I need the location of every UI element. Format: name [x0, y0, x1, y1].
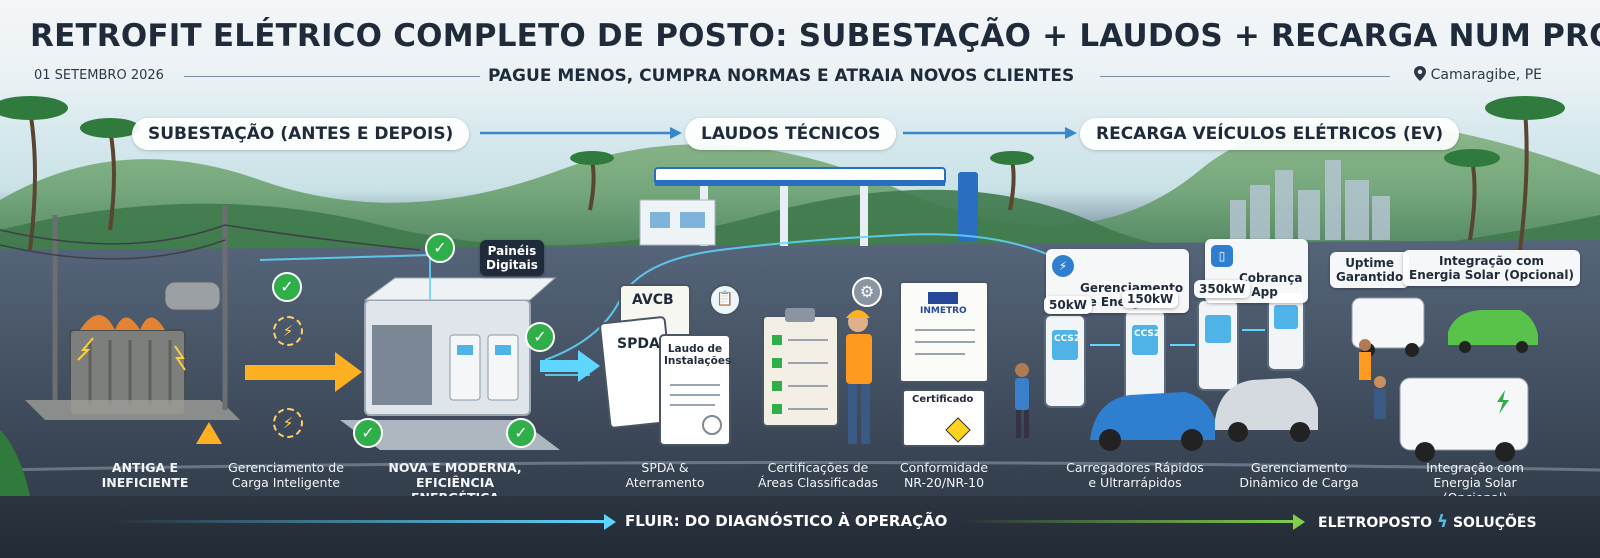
tag-uptime: Uptime Garantido — [1330, 252, 1410, 288]
page-subtitle: PAGUE MENOS, CUMPRA NORMAS E ATRAIA NOVO… — [488, 66, 1075, 86]
footer-arrow-right-head — [1293, 514, 1305, 530]
label-spda: SPDA & Aterramento — [625, 460, 705, 490]
tag-150kw: 150kW — [1122, 290, 1179, 308]
label-old-substation: ANTIGA E INEFICIENTE — [101, 460, 189, 490]
page-title: RETROFIT ELÉTRICO COMPLETO DE POSTO: SUB… — [30, 18, 1600, 54]
footer-arrow-left — [110, 520, 610, 523]
charger-ccs2-b: CCS2 — [1134, 329, 1161, 339]
label-conformity: Conformidade NR-20/NR-10 — [899, 460, 989, 490]
check-icon: ✓ — [506, 418, 536, 448]
label-fast-chargers: Carregadores Rápidos e Ultrarrápidos — [1066, 460, 1204, 490]
tag-digital-panels: Painéis Digitais — [480, 240, 544, 276]
location-label: Camaragibe, PE — [1414, 66, 1542, 83]
tag-solar: Integração com Energia Solar (Opcional) — [1403, 250, 1580, 286]
doc-certificado: Certificado — [912, 394, 974, 405]
header-divider-right — [1100, 76, 1390, 77]
brand-logo: ELETROPOSTO ϟ SOLUÇÕES — [1318, 512, 1537, 532]
gear-icon: ⚙ — [852, 277, 882, 307]
doc-spda: SPDA — [617, 336, 660, 352]
check-icon: ✓ — [425, 233, 455, 263]
footer-arrow-left-head — [604, 514, 616, 530]
check-icon: ✓ — [272, 272, 302, 302]
warning-icon — [196, 422, 222, 444]
clipboard-icon: 📋 — [709, 284, 741, 316]
brand-name-left: ELETROPOSTO — [1318, 515, 1432, 531]
label-smart-load: Gerenciamento de Carga Inteligente — [228, 460, 344, 490]
header-divider-left — [184, 76, 480, 77]
section-ev-charging: RECARGA VEÍCULOS ELÉTRICOS (EV) — [1080, 118, 1460, 150]
label-classified-areas: Certificações de Áreas Classificadas — [757, 460, 879, 490]
doc-avcb: AVCB — [632, 292, 674, 308]
tag-350kw: 350kW — [1194, 280, 1251, 298]
section-reports: LAUDOS TÉCNICOS — [685, 118, 897, 150]
energy-icon: ⚡ — [1052, 255, 1074, 277]
location-text: Camaragibe, PE — [1430, 67, 1542, 83]
footer-bar — [0, 496, 1600, 558]
date-label: 01 SETEMBRO 2026 — [34, 68, 164, 83]
check-icon: ✓ — [525, 322, 555, 352]
footer-arrow-right — [960, 520, 1295, 523]
check-icon: ✓ — [353, 418, 383, 448]
doc-laudo: Laudo de Instalações — [664, 343, 732, 367]
lightning-icon: ⚡ — [273, 316, 303, 346]
tag-50kw: 50kW — [1044, 296, 1092, 314]
brand-bolt-icon: ϟ — [1436, 512, 1449, 532]
location-pin-icon — [1414, 66, 1427, 81]
brand-name-right: SOLUÇÕES — [1452, 515, 1537, 531]
label-dynamic-load: Gerenciamento Dinâmico de Carga — [1239, 460, 1359, 490]
footer-flow-text: FLUIR: DO DIAGNÓSTICO À OPERAÇÃO — [625, 512, 948, 530]
lightning-icon: ⚡ — [273, 408, 303, 438]
charger-ccs2-a: CCS2 — [1054, 334, 1081, 344]
section-substation: SUBESTAÇÃO (ANTES E DEPOIS) — [132, 118, 470, 150]
doc-inmetro: INMETRO — [920, 306, 967, 316]
phone-icon: ▯ — [1211, 245, 1233, 267]
